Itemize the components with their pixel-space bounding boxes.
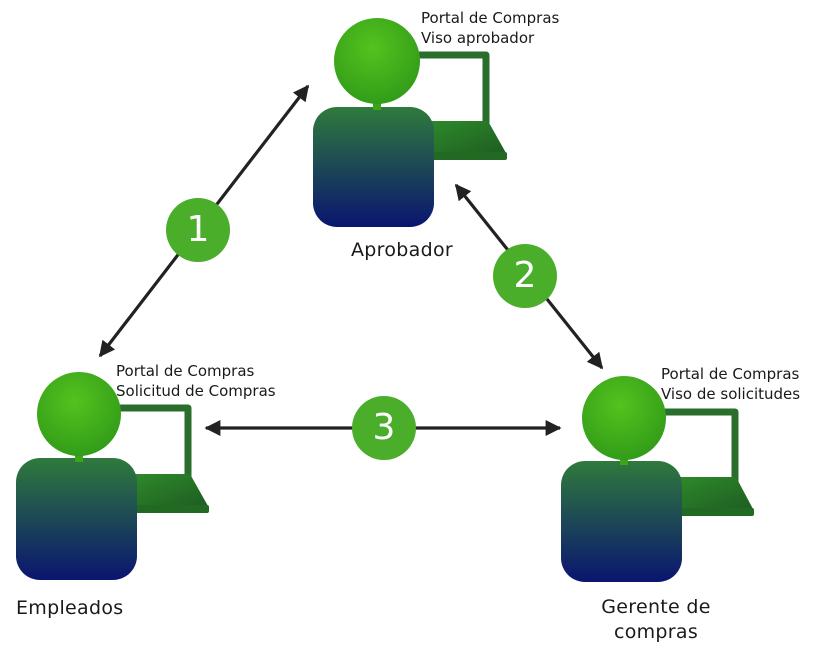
employees-body-icon [16, 458, 137, 580]
manager-role-label-line1: Gerente de [601, 596, 711, 618]
manager-head-icon [582, 376, 666, 460]
approver-figure [313, 18, 507, 227]
step-3-label: 3 [372, 407, 396, 448]
manager-body-icon [561, 461, 682, 582]
employees-portal-title: Portal de Compras [116, 362, 255, 380]
employees-role-label: Empleados [16, 597, 124, 619]
manager-role-label-line2: compras [613, 621, 699, 643]
manager-portal-title: Portal de Compras [661, 365, 800, 383]
step-markers [166, 198, 557, 460]
step-2-circle [493, 244, 557, 308]
approver-portal-title: Portal de Compras [421, 9, 560, 27]
approver-body-icon [313, 107, 434, 227]
step-1-label: 1 [186, 209, 210, 250]
employees-laptop-icon [110, 404, 209, 513]
step-2-label: 2 [513, 255, 537, 296]
employees-portal-view: Solicitud de Compras [116, 382, 276, 400]
manager-portal-view: Viso de solicitudes [661, 385, 801, 403]
approver-laptop-icon [408, 51, 507, 160]
step-1-circle [166, 198, 230, 262]
approver-role-label: Aprobador [351, 239, 453, 261]
approver-portal-view: Viso aprobador [421, 29, 535, 47]
employees-head-icon [37, 372, 121, 456]
employees-figure [16, 372, 209, 580]
approver-head-icon [334, 18, 420, 104]
step-3-circle [352, 396, 416, 460]
manager-figure [561, 376, 754, 582]
manager-laptop-icon [657, 408, 754, 516]
